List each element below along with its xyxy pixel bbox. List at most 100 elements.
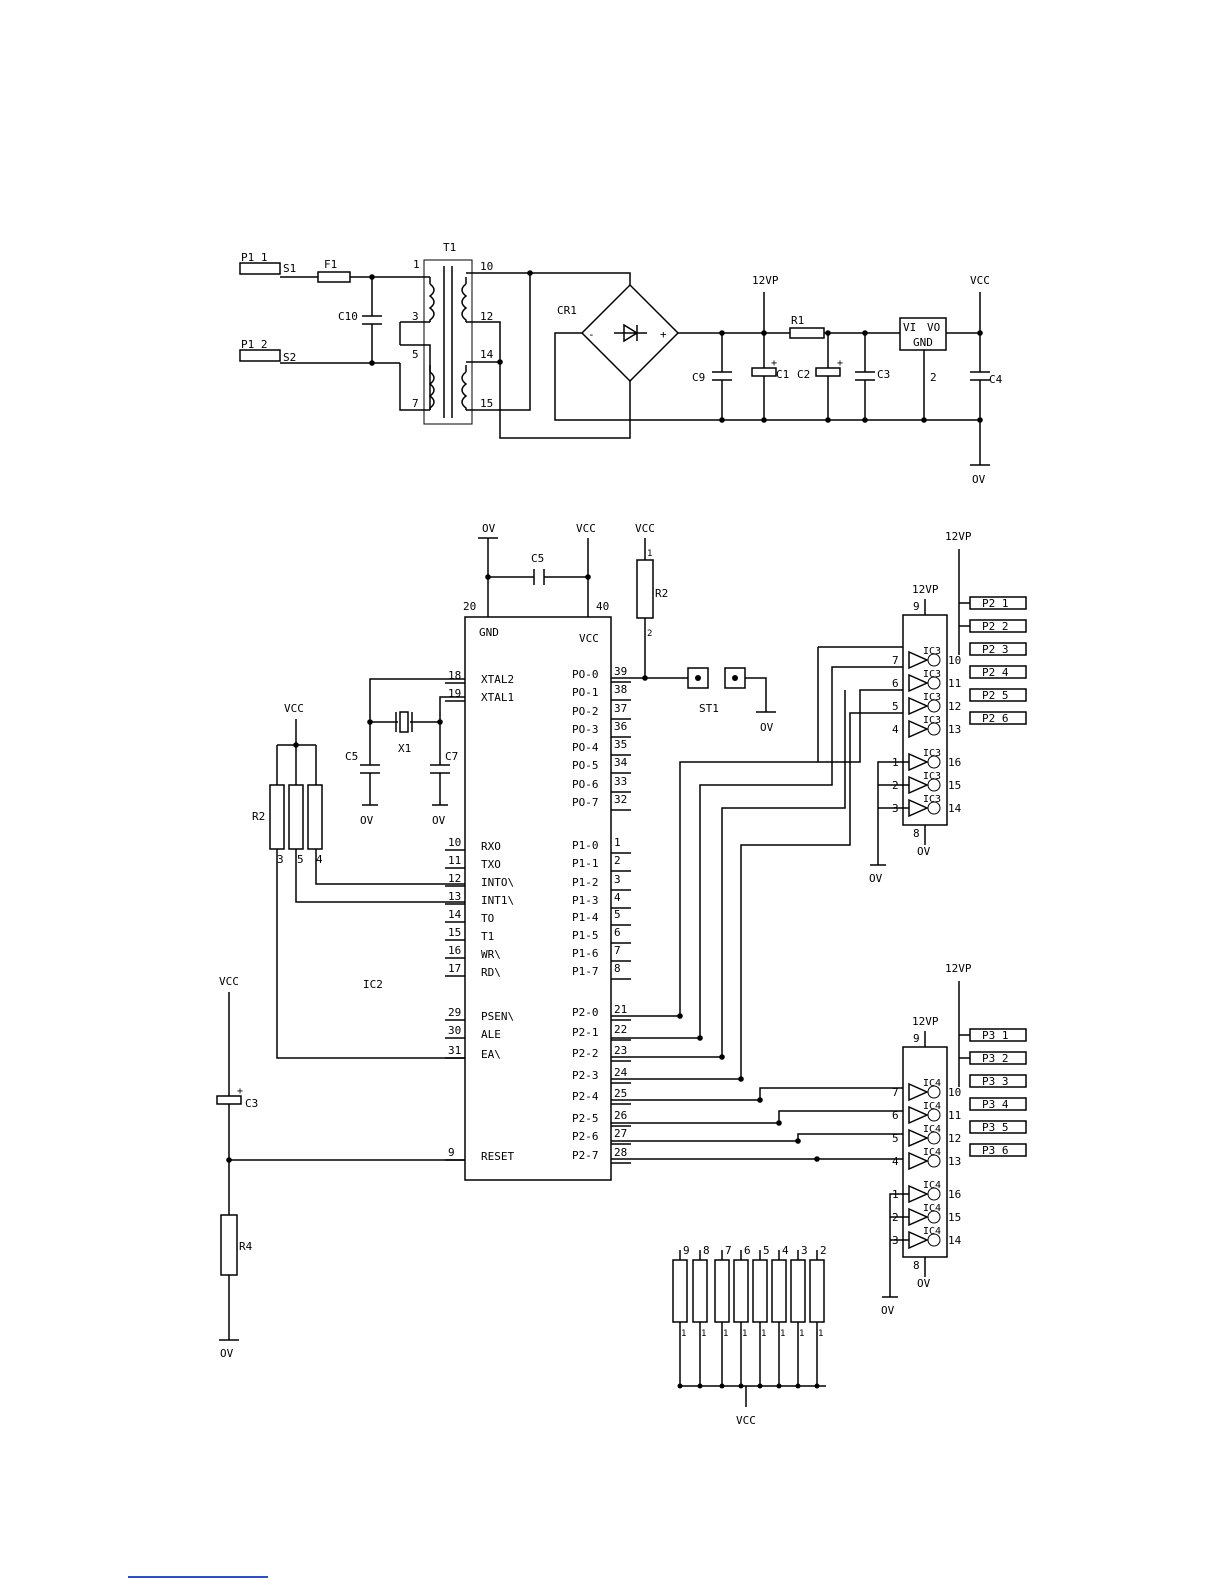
ic3-12vp-chip: 12VP (912, 583, 939, 596)
vcc-r2: VCC (635, 522, 655, 535)
ic2-right-pin-name: PO-6 (572, 778, 599, 791)
ic4-connector-wire (959, 1034, 970, 1059)
footer-link-underline[interactable] (128, 1576, 268, 1578)
bus-wiring (611, 646, 907, 1162)
resistor-r1 (789, 327, 825, 339)
ic4-output-pin: 10 (948, 1086, 961, 1099)
ic4-connector-label: P3 6 (982, 1144, 1009, 1157)
rnet-pin-3: 3 (277, 853, 284, 866)
ov-c5: OV (360, 814, 374, 827)
ic4-output-pin: 14 (948, 1234, 962, 1247)
rnet-junction (677, 1383, 683, 1389)
ic4-input-pin: 5 (892, 1132, 899, 1145)
reg-vo: VO (927, 321, 940, 334)
ic2-right-pin-number: 8 (614, 962, 621, 975)
ic4-body (902, 1046, 948, 1258)
ic4-output-pin: 12 (948, 1132, 961, 1145)
ic3-inverter-bubble (927, 653, 941, 667)
ic2-right-pin-name: PO-5 (572, 759, 599, 772)
resistor-r4 (220, 1214, 238, 1276)
rnet-junction (795, 1383, 801, 1389)
ic2-right-pin-name: P1-3 (572, 894, 599, 907)
ic2-left-pin-name: RESET (481, 1150, 514, 1163)
r2-pin-1: 1 (647, 549, 652, 559)
rnet-bottom-pin: 1 (742, 1329, 747, 1339)
ic4-gate-label: IC4 (923, 1203, 941, 1214)
ic3-inverter-bubble (927, 676, 941, 690)
rnet-top-pin: 8 (703, 1244, 710, 1257)
rnet-junction (738, 1383, 744, 1389)
s2-label: S2 (283, 351, 296, 364)
rnet-bottom-pin: 1 (723, 1329, 728, 1339)
c4-label: C4 (989, 373, 1003, 386)
ic2-right-pin-name: P1-4 (572, 911, 599, 924)
ic2-gnd: GND (479, 626, 499, 639)
t1-pin-14: 14 (480, 348, 494, 361)
ic2-left-pin-name: ALE (481, 1028, 501, 1041)
ic3-input-pin: 5 (892, 700, 899, 713)
vcc-bottom: VCC (736, 1414, 756, 1427)
ic3-output-pin: 11 (948, 677, 961, 690)
ic4-inverter-bubble (927, 1210, 941, 1224)
ic3-pin-8: 8 (913, 827, 920, 840)
ic2-right-pin-name: PO-4 (572, 741, 599, 754)
c7-label: C7 (445, 750, 458, 763)
c2-label: C2 (797, 368, 810, 381)
ic2-right-pin-number: 28 (614, 1146, 627, 1159)
ic3-connector-label: P2 4 (982, 666, 1009, 679)
rnet-pin-4: 4 (316, 853, 323, 866)
vcc-reset: VCC (219, 975, 239, 988)
ic4-buffer (908, 1151, 929, 1171)
ov-label-power: OV (972, 473, 986, 486)
ic4-inverter-bubble (927, 1187, 941, 1201)
s1-label: S1 (283, 262, 296, 275)
crystal-x1 (399, 711, 409, 733)
ic2-right-pin-number: 35 (614, 738, 627, 751)
rnet-bottom-pin: 1 (799, 1329, 804, 1339)
ic4-input-pin: 4 (892, 1155, 899, 1168)
ic2-right-pin-name: P2-6 (572, 1130, 599, 1143)
ic2-left-pin-name: RXO (481, 840, 501, 853)
ic3-output-pin: 13 (948, 723, 961, 736)
ic4-inverter-bubble (927, 1233, 941, 1247)
ic3-inverter-bubble (927, 801, 941, 815)
rnet-top-pin: 7 (725, 1244, 732, 1257)
rnet-resistor (790, 1259, 806, 1323)
ic2-left-pin-number: 15 (448, 926, 461, 939)
ic2-left-pin-number: 29 (448, 1006, 461, 1019)
rnet-resistor (714, 1259, 730, 1323)
c3-label: C3 (877, 368, 890, 381)
ic2-right-pin-number: 37 (614, 702, 627, 715)
ic2-left-pin-number: 19 (448, 687, 461, 700)
ic3-12vp-top: 12VP (945, 530, 972, 543)
ov-reset: OV (220, 1347, 234, 1360)
ic2-left-pin-name: EA\ (481, 1048, 501, 1061)
x1-label: X1 (398, 742, 411, 755)
ic3-gate-label: IC3 (923, 794, 941, 805)
ic3-ov-unused: OV (869, 872, 883, 885)
ic2-left-pin-name: WR\ (481, 948, 501, 961)
ic4-pin-8: 8 (913, 1259, 920, 1272)
ic2-right-pin-name: P1-2 (572, 876, 599, 889)
ic2-right-pin-number: 39 (614, 665, 627, 678)
cr1-plus: + (660, 328, 667, 341)
t1-pin-5: 5 (412, 348, 419, 361)
rnet-r2-a (269, 784, 285, 850)
pin-40: 40 (596, 600, 609, 613)
ic4-buffer (908, 1082, 929, 1102)
ic3-connector (969, 688, 1027, 702)
ic3-gate-label: IC3 (923, 669, 941, 680)
ic2-left-pin-name: TXO (481, 858, 501, 871)
ic2-right-pin-name: PO-1 (572, 686, 599, 699)
ic3-connector (969, 642, 1027, 656)
st1-label: ST1 (699, 702, 719, 715)
ic2-right-pin-name: PO-3 (572, 723, 599, 736)
t1-pin-3: 3 (412, 310, 419, 323)
transformer-t1: T1 1 3 5 7 10 12 14 15 (412, 241, 494, 425)
ic2-left-pin-number: 31 (448, 1044, 461, 1057)
ic2-label: IC2 (363, 978, 383, 991)
p1-2-label: P1 2 (241, 338, 268, 351)
